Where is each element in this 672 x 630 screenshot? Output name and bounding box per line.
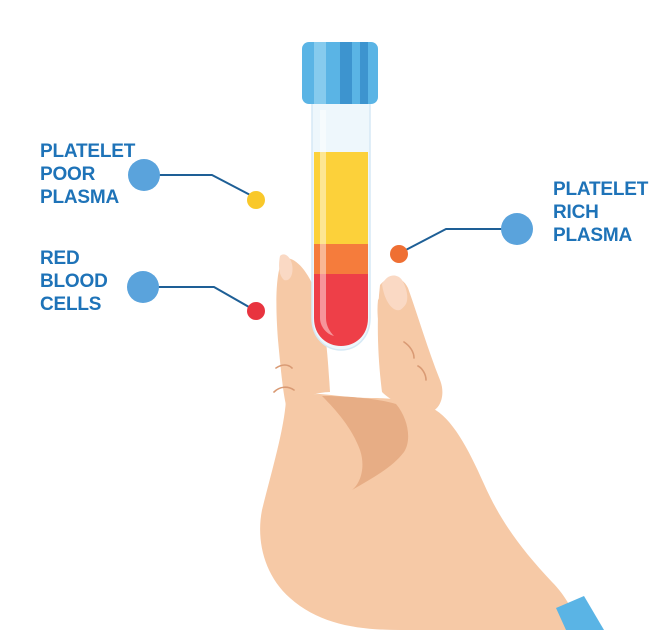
label-platelet-poor-plasma: PLATELET POOR PLASMA (40, 140, 135, 209)
label-ppp-line-1: PLATELET (40, 141, 136, 162)
label-ppp-line-2: POOR (40, 164, 96, 185)
tube-cap-stripe-light (314, 42, 326, 104)
tube-cap-stripe-dark (340, 42, 352, 104)
marker-ppp (247, 191, 265, 209)
tube-highlight (320, 110, 334, 336)
callout-line-rbc (143, 286, 257, 312)
tube-layer-platelet-poor-plasma (314, 152, 368, 244)
callout-red-blood-cells (127, 271, 265, 320)
marker-rbc (247, 302, 265, 320)
tube-layer-red-blood-cells (314, 274, 368, 346)
hand-palm-shadow (322, 396, 409, 490)
sleeve-cuff (556, 596, 604, 630)
label-platelet-rich-plasma: PLATELET RICH PLASMA (553, 178, 648, 247)
hand-knuckle-lines (273, 341, 427, 393)
callout-line-prp (399, 228, 517, 254)
label-prp-line-2: RICH (553, 202, 599, 223)
label-red-blood-cells: RED BLOOD CELLS (40, 247, 108, 316)
hand-icon (260, 254, 580, 630)
test-tube-icon (302, 42, 378, 351)
callout-platelet-rich-plasma (390, 213, 533, 263)
callout-dot-prp (501, 213, 533, 245)
marker-prp (390, 245, 408, 263)
label-prp-line-3: PLASMA (553, 225, 633, 246)
hand-thumb-nail (279, 254, 293, 281)
label-prp-line-1: PLATELET (553, 179, 649, 200)
label-ppp-line-3: PLASMA (40, 187, 120, 208)
callout-line-ppp (144, 174, 257, 199)
label-rbc-line-3: CELLS (40, 294, 102, 315)
hand-index-nail-front (382, 276, 407, 311)
callout-dot-ppp (128, 159, 160, 191)
hand-palm (260, 394, 580, 630)
callout-platelet-poor-plasma (128, 159, 265, 209)
label-rbc-line-1: RED (40, 248, 80, 269)
tube-cap-stripe-dark-2 (360, 42, 368, 104)
label-rbc-line-2: BLOOD (40, 271, 108, 292)
callout-dot-rbc (127, 271, 159, 303)
tube-layer-platelet-rich-plasma (314, 244, 368, 274)
